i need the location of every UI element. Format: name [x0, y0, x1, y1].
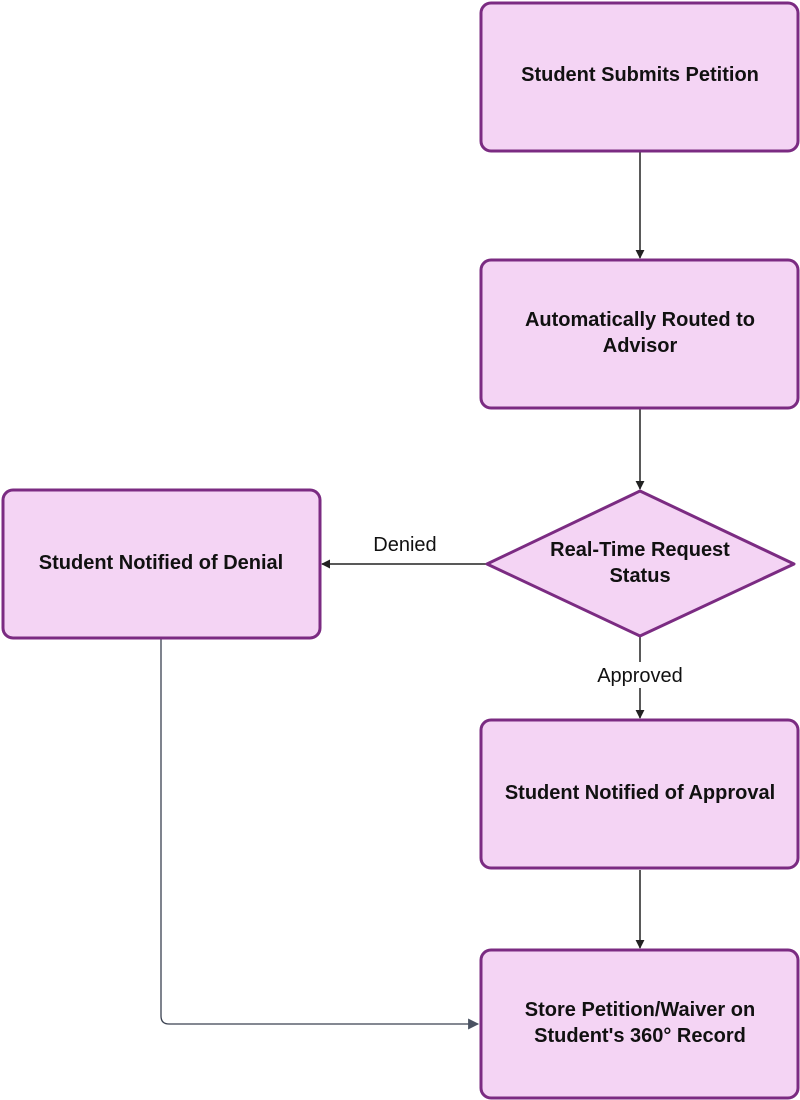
node-label-line-2: Advisor [603, 335, 678, 357]
node-automatically-routed: Automatically Routed to Advisor [479, 258, 800, 410]
node-student-submits-petition: Student Submits Petition [479, 1, 800, 153]
edge-label-approved-bg [588, 662, 692, 688]
edge-label-approved: Approved [597, 665, 683, 687]
node-label: Student Submits Petition [521, 64, 759, 86]
node-student-notified-denial: Student Notified of Denial [1, 488, 322, 640]
node-label-line-2: Student's 360° Record [534, 1025, 746, 1047]
node-label-line-1: Automatically Routed to [525, 309, 755, 331]
edge-label-denied: Denied [373, 534, 436, 556]
node-label: Student Notified of Approval [505, 782, 775, 804]
node-label-line-1: Store Petition/Waiver on [525, 999, 755, 1021]
node-request-status-decision: Real-Time Request Status [485, 489, 796, 638]
node-label-line-2: Status [609, 565, 670, 587]
node-label: Student Notified of Denial [39, 552, 283, 574]
node-label-line-1: Real-Time Request [550, 539, 730, 561]
node-store-petition-record: Store Petition/Waiver on Student's 360° … [479, 948, 800, 1100]
node-student-notified-approval: Student Notified of Approval [479, 718, 800, 870]
edge-denial-to-store [160, 639, 480, 1030]
